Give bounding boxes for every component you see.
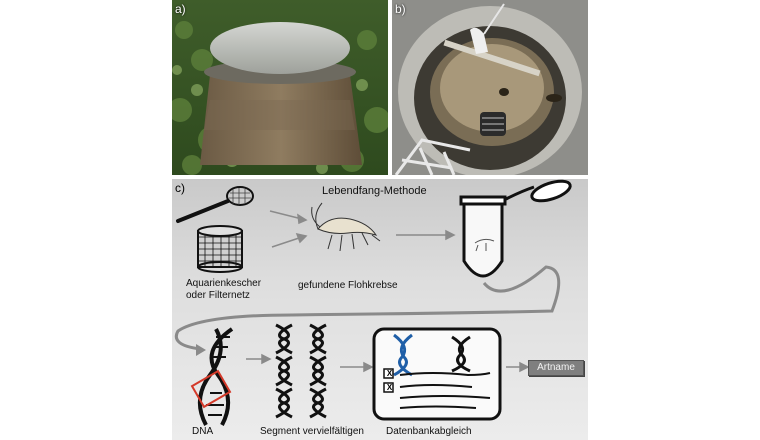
arrow-dna-to-amplify <box>246 353 272 365</box>
arrow-database-to-result <box>506 361 530 373</box>
mini-dna-helix-icon <box>309 355 327 387</box>
photo-shaft-interior-drawing <box>392 0 588 175</box>
checkbox-2-mark: X <box>386 383 393 392</box>
hand-net-icon <box>176 186 254 223</box>
checkbox-1-mark: X <box>386 369 393 378</box>
arrow-amplify-to-database <box>340 361 374 373</box>
amphipod-label: gefundene Flohkrebse <box>298 280 398 291</box>
amplify-label: Segment vervielfältigen <box>260 426 364 437</box>
dna-helix-icon <box>190 327 234 426</box>
mini-dna-helix-icon <box>275 323 293 355</box>
net-label-line1: Aquarienkescher <box>186 278 262 289</box>
filter-net-icon <box>197 225 243 273</box>
species-name-result: Artname <box>528 360 584 376</box>
database-card-icon <box>372 327 502 421</box>
amplified-segments <box>275 323 327 419</box>
workflow-drawing <box>174 179 572 426</box>
mini-dna-helix-icon <box>309 323 327 355</box>
sample-tube-icon <box>459 179 572 278</box>
net-label-line2: oder Filternetz <box>186 290 250 301</box>
panel-a-label: a) <box>175 2 186 16</box>
mini-dna-helix-icon <box>309 387 327 419</box>
photo-shaft-interior: b) <box>392 0 588 175</box>
panel-c-label: c) <box>175 181 185 195</box>
mini-dna-helix-icon <box>275 387 293 419</box>
mini-dna-helix-icon <box>275 355 293 387</box>
arrow-amphipod-to-tube <box>396 229 456 241</box>
amphipod-icon <box>311 202 381 252</box>
panel-b-label: b) <box>395 2 406 16</box>
database-label: Datenbankabgleich <box>386 426 472 437</box>
arrow-net-to-amphipod <box>269 210 308 248</box>
photo-well-cover-drawing <box>172 0 388 175</box>
dna-label: DNA <box>192 426 214 437</box>
connector-tube-to-dna <box>174 265 561 351</box>
workflow-title: Lebendfang-Methode <box>322 185 427 197</box>
workflow-diagram: c) Lebendfang-Methode Aquarienkescher od… <box>172 179 588 440</box>
dna-segment-highlight <box>190 369 232 409</box>
photo-well-cover: a) <box>172 0 388 175</box>
